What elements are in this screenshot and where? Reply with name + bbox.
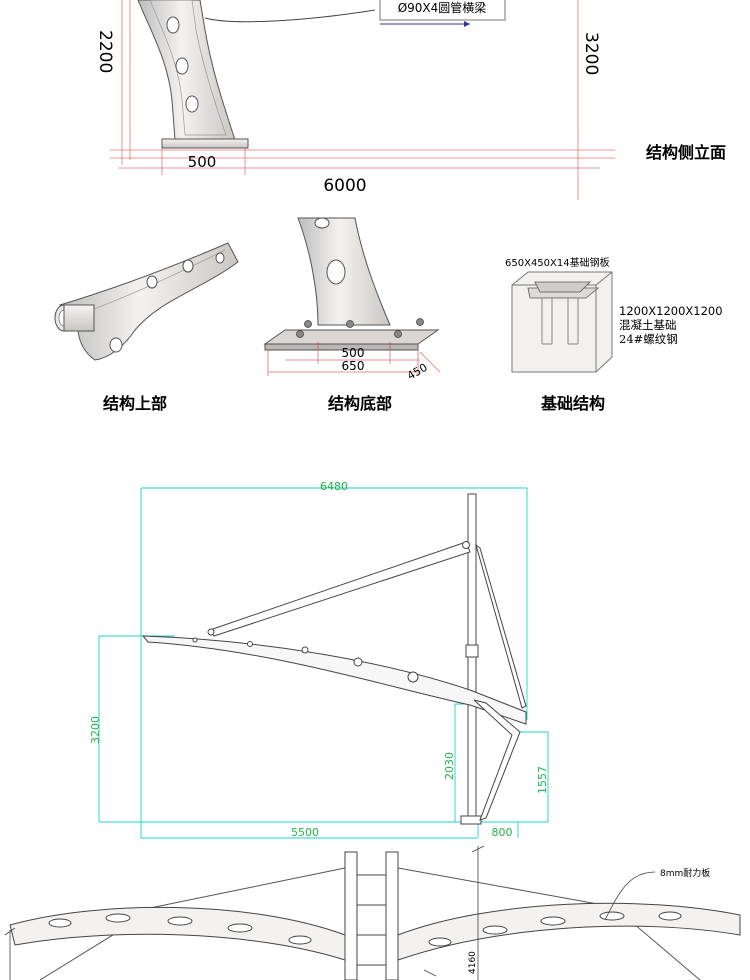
foundation-plate-label: 650X450X14基础钢板 bbox=[505, 256, 610, 269]
front-dim-height: 4160 bbox=[468, 951, 478, 974]
dim-total-width: 6000 bbox=[323, 176, 366, 196]
foundation-material: 混凝土基础 bbox=[619, 318, 677, 332]
foundation-caption: 基础结构 bbox=[540, 394, 605, 413]
bottom-part-caption: 结构底部 bbox=[327, 394, 392, 413]
cad-arm-holes bbox=[192, 637, 419, 683]
dim-base-width: 500 bbox=[188, 153, 217, 171]
foundation-size: 1200X1200X1200 bbox=[619, 304, 723, 318]
cad-dim-tip-height: 3200 bbox=[89, 716, 102, 744]
base-dim-depth: 450 bbox=[405, 361, 430, 383]
elevation-caption: 结构侧立面 bbox=[645, 143, 726, 162]
cad-drawing: 6480 3200 2030 1557 5500 800 bbox=[89, 480, 549, 839]
base-dim-outer: 650 bbox=[342, 359, 365, 373]
cad-dim-column-height: 2030 bbox=[443, 752, 456, 780]
elevation-dimension-lines bbox=[110, 0, 615, 200]
base-dim-inner: 500 bbox=[342, 346, 365, 360]
cad-mast bbox=[460, 493, 482, 825]
top-part-caption: 结构上部 bbox=[102, 394, 167, 413]
side-elevation: Ø90X4圆管横梁 2200 3200 500 6000 结构侧立面 bbox=[95, 0, 726, 200]
cad-dim-back-height: 1557 bbox=[536, 766, 549, 794]
cad-arm bbox=[141, 635, 527, 725]
detail-top-part: 结构上部 bbox=[54, 242, 239, 413]
dim-left-height: 2200 bbox=[95, 30, 115, 73]
elevation-column-holes bbox=[166, 16, 199, 113]
detail-foundation: 650X450X14基础钢板 1200X1200X1200 混凝土基础 24#螺… bbox=[505, 256, 723, 413]
foundation-bolt: 24#螺纹钢 bbox=[619, 332, 678, 346]
cad-dim-back-offset: 800 bbox=[492, 826, 513, 839]
cad-dim-overhang: 5500 bbox=[291, 826, 319, 839]
plate-label: 8mm耐力板 bbox=[660, 867, 710, 879]
elevation-base-plate bbox=[161, 138, 249, 149]
beam-label-box: Ø90X4圆管横梁 bbox=[204, 0, 506, 27]
detail-bottom-part: 500 650 450 结构底部 bbox=[263, 217, 441, 413]
cad-dim-total-width: 6480 bbox=[320, 480, 348, 493]
dim-right-height: 3200 bbox=[581, 32, 601, 75]
front-view: 4160 8mm耐力板 bbox=[4, 845, 741, 980]
beam-label: Ø90X4圆管横梁 bbox=[398, 0, 487, 15]
